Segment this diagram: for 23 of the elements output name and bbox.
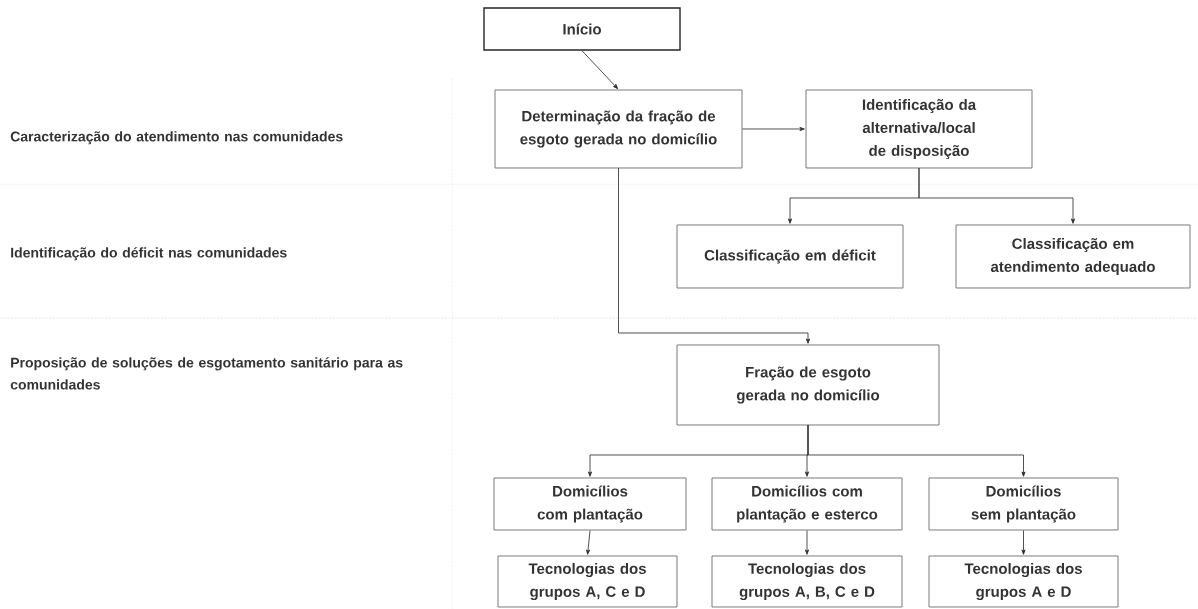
process-box: Domicílios com plantação: [493, 477, 687, 531]
row-label: Caracterização do atendimento nas comunidades: [10, 131, 343, 145]
process-box: Tecnologias dos grupos A, C e D: [497, 555, 678, 608]
process-box: Fração de esgoto gerada no domicílio: [676, 344, 940, 426]
arrow: [581, 50, 619, 90]
process-box: Domicílios com plantação e esterco: [711, 477, 903, 531]
process-box: Classificação em atendimento adequado: [955, 224, 1191, 289]
process-box: Tecnologias dos grupos A, B, C e D: [711, 555, 903, 608]
row-label: Identificação do déficit nas comunidades: [11, 247, 287, 261]
arrow: [742, 126, 805, 131]
arrow: [618, 167, 810, 344]
arrow: [805, 530, 809, 555]
process-box: Domicílios sem plantação: [928, 477, 1119, 531]
process-box: Determinação da fração de esgoto gerada no domicílio: [494, 89, 743, 169]
start-box: Início: [483, 7, 681, 51]
process-box: Identificação da alternativa/local de disposição: [805, 89, 1033, 169]
arrow: [918, 167, 1075, 224]
process-box: Classificação em déficit: [676, 224, 904, 289]
process-box: Tecnologias dos grupos A e D: [928, 555, 1119, 608]
arrow: [807, 424, 1026, 477]
arrow: [586, 530, 591, 555]
row-label: Proposição de soluções de esgotamento sanitário para as comunidades: [10, 357, 403, 390]
arrow: [1021, 530, 1026, 555]
